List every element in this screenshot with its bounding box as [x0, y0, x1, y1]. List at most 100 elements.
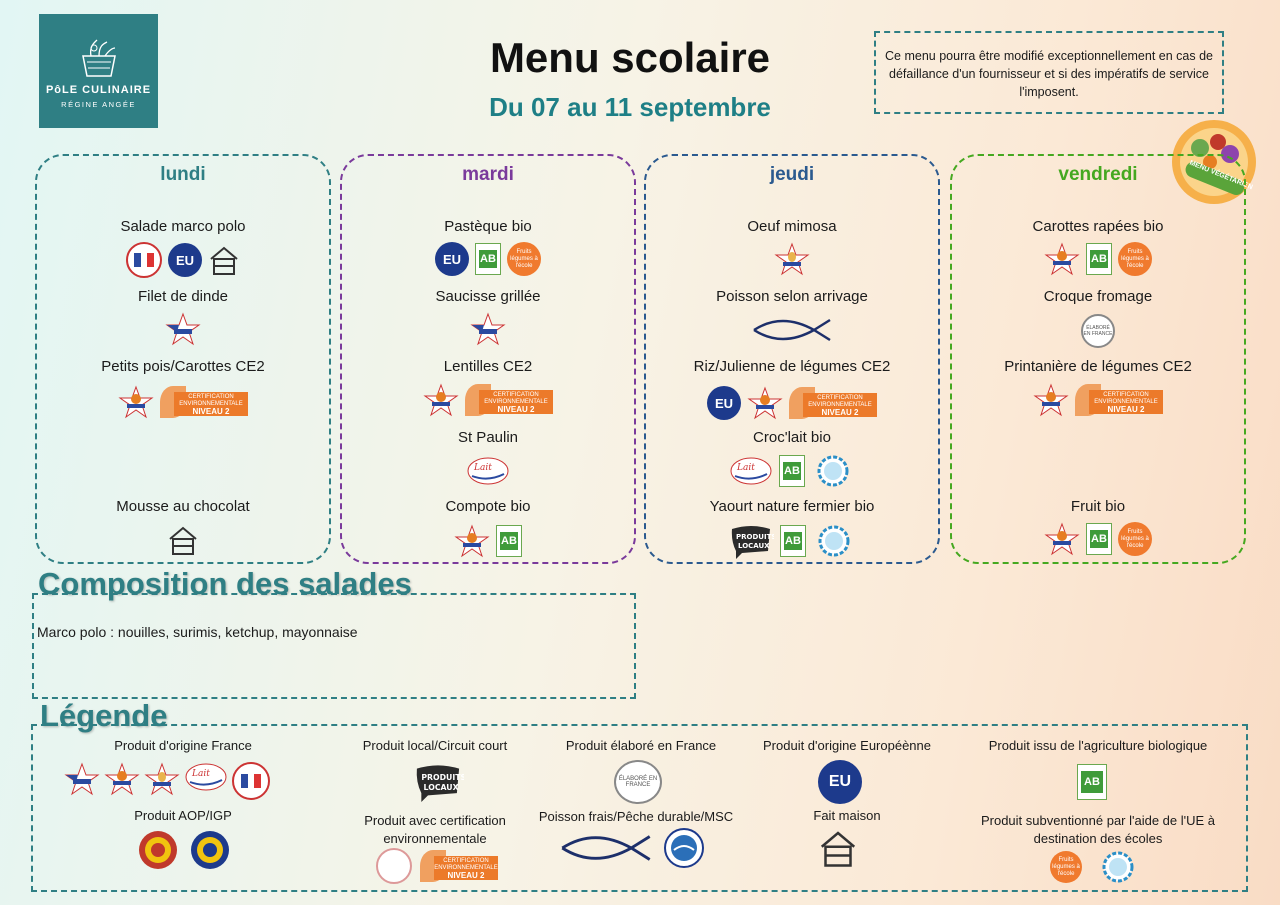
dish: Riz/Julienne de légumes CE2	[693, 358, 891, 375]
fait-maison-house-icon	[210, 246, 238, 275]
dish: Printanière de légumes CE2	[1004, 358, 1192, 375]
legend-box	[31, 724, 1248, 892]
dish: Oeuf mimosa	[747, 218, 837, 235]
legend-france-icons: Lait	[64, 762, 270, 800]
composition-title: Composition des salades	[38, 566, 412, 601]
dish: Croc'lait bio	[753, 429, 831, 446]
igp-seal-icon	[191, 831, 229, 869]
fish-icon	[753, 318, 831, 342]
page-title: Menu scolaire	[489, 34, 771, 81]
dish-icons	[646, 242, 938, 276]
logo: PôLE CULINAIRE RÉGINE ANGÉE	[39, 14, 158, 128]
dish-icons	[342, 312, 634, 346]
fruits-legumes-france-star-icon	[454, 524, 490, 558]
svg-text:LOCAUX: LOCAUX	[738, 542, 770, 550]
notice-box: Ce menu pourra être modifié exceptionnel…	[874, 31, 1224, 114]
day-title: vendredi	[1058, 164, 1138, 185]
fruits-legumes-france-star-icon	[1033, 383, 1069, 417]
fruits-a-ecole-icon: Fruits légumes à l'école	[1050, 851, 1082, 883]
dish: Poisson selon arrivage	[716, 288, 868, 305]
legend-europe-label: Produit d'origine Européènne	[763, 738, 931, 753]
legend-poisson-label: Poisson frais/Pêche durable/MSC	[538, 809, 734, 824]
lait-a-ecole-splash-icon	[818, 525, 850, 557]
day-title: lundi	[160, 164, 206, 185]
legend-france-label: Produit d'origine France	[114, 738, 252, 753]
day-column-jeudi: jeudi Oeuf mimosa Poisson selon arrivage…	[644, 154, 940, 564]
dish: Pastèque bio	[444, 218, 532, 235]
fruits-legumes-france-star-icon	[423, 383, 459, 417]
agriculture-bio-ab-icon: AB	[496, 525, 522, 557]
legend-cert-env-label: Produit avec certification environnement…	[364, 813, 506, 846]
legend-fait-maison-label: Fait maison	[813, 808, 881, 823]
agriculture-bio-ab-icon: AB	[1086, 523, 1112, 555]
french-flag-stamp-icon	[232, 762, 270, 800]
dish: Compote bio	[445, 498, 531, 515]
peche-durable-icon	[664, 828, 704, 868]
dish: St Paulin	[457, 429, 519, 446]
day-column-lundi: lundi Salade marco polo EU Filet de dind…	[35, 154, 331, 564]
dish-icons: EU	[37, 242, 329, 278]
dish-icons: Lait AB	[646, 452, 938, 490]
dish: Petits pois/Carottes CE2	[101, 358, 265, 375]
dish-icons: ÉLABORÉ EN FRANCE	[952, 314, 1244, 348]
lait-de-france-icon: Lait	[730, 457, 772, 485]
composition-text: Marco polo : nouilles, surimis, ketchup,…	[37, 624, 358, 640]
legend-subvention-icons: Fruits légumes à l'école	[1050, 848, 1142, 886]
day-title: mardi	[462, 164, 514, 185]
dish: Saucisse grillée	[435, 288, 541, 305]
elabore-en-france-stamp-icon: ÉLABORÉ EN FRANCE	[614, 760, 662, 804]
legend-bio-label: Produit issu de l'agriculture biologique	[988, 738, 1208, 753]
dish: Filet de dinde	[137, 288, 229, 305]
dish-icons: AB	[342, 524, 634, 558]
fait-maison-house-icon	[820, 831, 856, 867]
legend-aop-icons	[138, 830, 230, 870]
svg-text:Lait: Lait	[473, 463, 492, 473]
made-in-eu-icon: EU	[435, 242, 469, 276]
agriculture-bio-ab-icon: AB	[475, 243, 501, 275]
fruits-legumes-france-star-icon	[104, 762, 140, 796]
svg-text:Lait: Lait	[191, 769, 210, 779]
svg-text:PRODUITS: PRODUITS	[421, 773, 464, 782]
fruits-a-ecole-icon: Fruits légumes à l'école	[507, 242, 541, 276]
dish-icons: PRODUITS LOCAUX AB	[646, 522, 938, 560]
dish-icons	[646, 318, 938, 342]
legend-subvention-label: Produit subventionné par l'aide de l'UE …	[980, 813, 1216, 846]
fait-maison-house-icon	[169, 526, 197, 555]
day-title: jeudi	[769, 164, 815, 185]
fruits-legumes-france-star-icon	[1044, 522, 1080, 556]
elabore-en-france-stamp-icon: ÉLABORÉ EN FRANCE	[1081, 314, 1115, 348]
logo-line1: PôLE CULINAIRE	[45, 84, 152, 96]
page-subtitle: Du 07 au 11 septembre	[489, 92, 771, 122]
oeufs-de-france-star-icon	[144, 762, 180, 796]
lait-de-france-icon: Lait	[185, 763, 227, 791]
legend-aop-label: Produit AOP/IGP	[134, 808, 232, 823]
made-in-eu-icon: EU	[707, 386, 741, 420]
dish: Yaourt nature fermier bio	[709, 498, 875, 515]
day-column-vendredi: vendredi Carottes rapées bio AB Fruits l…	[950, 154, 1246, 564]
svg-text:LOCAUX: LOCAUX	[424, 783, 459, 792]
fruits-a-ecole-icon: Fruits légumes à l'école	[1118, 522, 1152, 556]
viandes-de-france-star-icon	[165, 312, 201, 346]
dish: Croque fromage	[1043, 288, 1153, 305]
composition-box	[32, 593, 636, 699]
produits-locaux-icon: PRODUITS LOCAUX	[416, 765, 464, 802]
fruits-legumes-france-star-icon	[1044, 242, 1080, 276]
dish: Mousse au chocolat	[116, 498, 250, 515]
aop-seal-icon	[139, 831, 177, 869]
dish: Lentilles CE2	[443, 358, 533, 375]
svg-text:PRODUITS: PRODUITS	[736, 533, 774, 541]
lait-a-ecole-splash-icon	[817, 455, 849, 487]
dish-icons: Lait	[342, 456, 634, 486]
agriculture-bio-ab-icon: AB	[1077, 764, 1107, 800]
made-in-eu-icon: EU	[168, 243, 202, 277]
dish-icons	[37, 312, 329, 346]
oeufs-de-france-star-icon	[774, 242, 810, 276]
fruits-legumes-france-star-icon	[118, 385, 154, 419]
dish: Salade marco polo	[120, 218, 246, 235]
